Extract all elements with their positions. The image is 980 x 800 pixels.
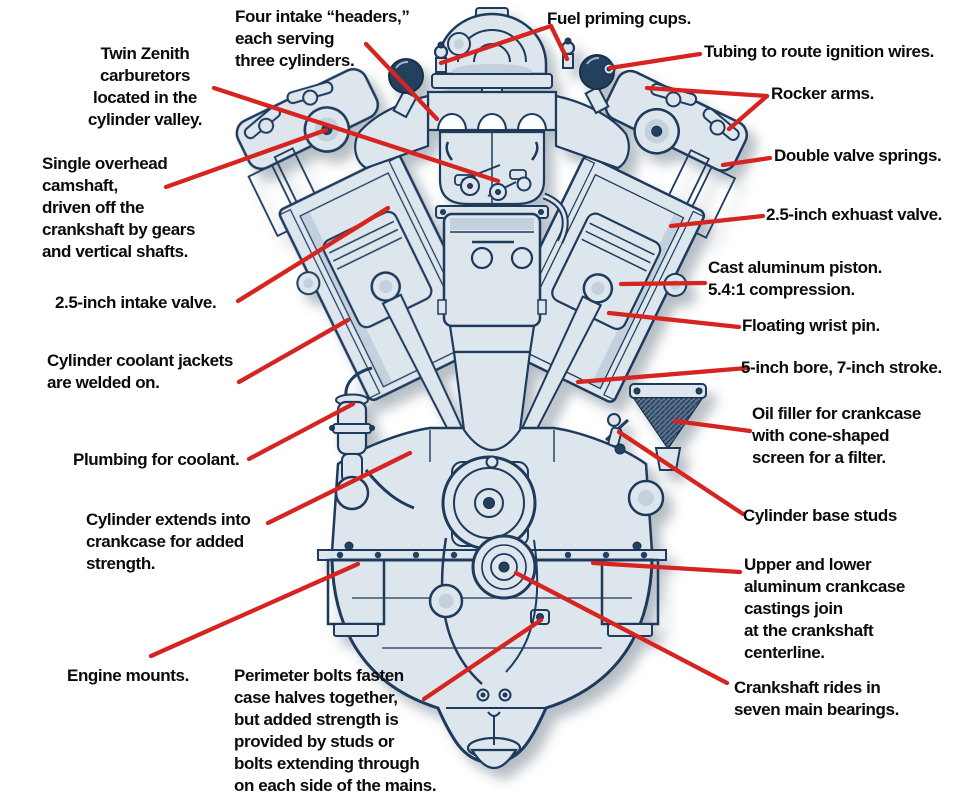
leader-upper-lower-crankcase [590, 560, 743, 575]
leader-twin-zenith [211, 85, 501, 184]
label-tubing-ignition-wires: Tubing to route ignition wires. [704, 42, 934, 61]
label-cylinder-base-studs: Cylinder base studs [743, 506, 897, 525]
leader-fuel-priming-a [438, 23, 554, 66]
leader-coolant-jackets [236, 317, 351, 385]
fuel-priming-cup-left [433, 41, 449, 73]
label-single-overhead-camshaft: Single overhead camshaft, driven off the… [42, 154, 196, 261]
label-coolant-jackets: Cylinder coolant jackets are welded on. [47, 351, 233, 392]
label-plumbing-for-coolant: Plumbing for coolant. [73, 450, 240, 469]
leader-double-valve-springs [720, 155, 773, 168]
label-bore-stroke: 5-inch bore, 7-inch stroke. [741, 358, 942, 377]
accessory-box [437, 212, 547, 469]
leader-four-intake-headers [363, 41, 440, 122]
coolant-plumbing [329, 366, 415, 511]
leader-cast-piston [618, 280, 708, 287]
label-fuel-priming-cups: Fuel priming cups. [547, 9, 691, 28]
label-double-valve-springs: Double valve springs. [774, 146, 942, 165]
ignition-knob-left [388, 58, 424, 119]
label-cast-aluminum-piston: Cast aluminum piston. 5.4:1 compression. [708, 258, 882, 299]
leader-crankshaft-bearings [513, 570, 730, 686]
leader-engine-mounts [148, 561, 361, 659]
leader-base-studs [616, 429, 746, 517]
leader-overhead-camshaft [163, 127, 329, 190]
leader-exhaust-valve [668, 213, 766, 229]
lower-crankcase [330, 558, 654, 769]
leader-wrist-pin [606, 310, 742, 330]
leader-rocker-arms-a [644, 85, 770, 99]
leader-oil-filler [672, 418, 753, 434]
leader-bore-stroke [575, 365, 750, 385]
engine-drawing [218, 7, 766, 769]
leader-cylinder-extends [265, 450, 413, 526]
label-exhaust-valve: 2.5-inch exhuast valve. [766, 205, 942, 224]
leader-tubing-ignition [607, 51, 703, 71]
leader-rocker-arms-b [726, 93, 770, 132]
leader-plumbing-coolant [246, 401, 356, 462]
label-rocker-arms: Rocker arms. [771, 84, 874, 103]
label-crankshaft-bearings: Crankshaft rides in seven main bearings. [734, 678, 899, 719]
crankshaft [428, 455, 539, 685]
leader-perimeter-bolts [421, 617, 544, 702]
engine-mount-left [326, 541, 386, 637]
leader-fuel-priming-b [548, 23, 570, 62]
label-cylinder-extends: Cylinder extends into crankcase for adde… [86, 510, 251, 573]
label-floating-wrist-pin: Floating wrist pin. [742, 316, 880, 335]
leader-lines [148, 23, 773, 702]
label-engine-mounts: Engine mounts. [67, 666, 189, 685]
leader-intake-valve [235, 205, 391, 304]
label-four-intake-headers: Four intake “headers,” each serving thre… [235, 7, 410, 70]
label-oil-filler: Oil filler for crankcase with cone-shape… [752, 404, 921, 467]
oil-filler [604, 383, 707, 517]
label-intake-valve: 2.5-inch intake valve. [55, 293, 217, 312]
label-twin-zenith-carburetors: Twin Zenith carburetors located in the c… [87, 44, 203, 129]
label-upper-lower-crankcase: Upper and lower aluminum crankcase casti… [744, 555, 905, 662]
label-perimeter-bolts: Perimeter bolts fasten case halves toget… [234, 666, 437, 795]
